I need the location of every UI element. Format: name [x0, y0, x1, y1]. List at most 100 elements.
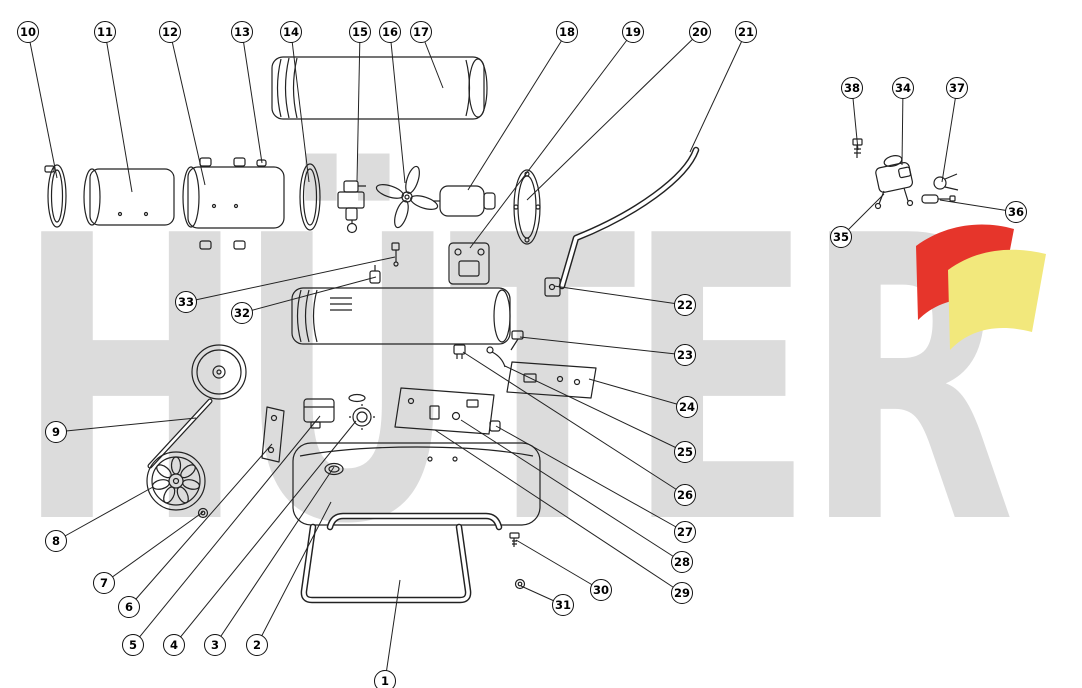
leader-line-2 [256, 501, 332, 646]
part-balloon-16: 16 [379, 21, 401, 43]
leader-line-21 [689, 31, 747, 153]
part-balloon-15: 15 [349, 21, 371, 43]
leader-line-28 [460, 419, 683, 563]
part-balloon-22: 22 [674, 294, 696, 316]
part-fuel-pump [337, 180, 366, 234]
part-spark-plug [921, 194, 956, 204]
part-balloon-9: 9 [45, 421, 67, 443]
leader-line-23 [519, 336, 686, 356]
part-end-ring [44, 164, 67, 228]
part-mount-ring [299, 163, 321, 231]
leader-line-18 [467, 31, 568, 191]
part-balloon-20: 20 [689, 21, 711, 43]
part-fan [375, 165, 439, 229]
part-balloon-12: 12 [159, 21, 181, 43]
part-outer-shell [271, 56, 488, 120]
part-balloon-38: 38 [841, 77, 863, 99]
part-balloon-37: 37 [946, 77, 968, 99]
parts-group [44, 56, 959, 604]
leader-line-27 [495, 425, 686, 533]
leader-line-8 [55, 486, 154, 542]
leader-lines [27, 31, 1017, 682]
part-balloon-29: 29 [671, 582, 693, 604]
part-balloon-35: 35 [830, 226, 852, 248]
leader-line-26 [462, 351, 686, 496]
part-balloon-19: 19 [622, 21, 644, 43]
part-balloon-34: 34 [892, 77, 914, 99]
part-panel [394, 387, 495, 435]
part-balloon-36: 36 [1005, 201, 1027, 223]
leader-line-25 [504, 365, 686, 453]
part-axle [147, 398, 213, 469]
leader-line-6 [128, 443, 273, 608]
part-wheel-front [191, 344, 247, 400]
part-fuel-cap [349, 404, 375, 430]
part-balloon-7: 7 [93, 572, 115, 594]
part-combustion-chamber [182, 157, 285, 250]
part-wheel-spoked [146, 451, 206, 511]
leader-line-3 [214, 466, 335, 646]
part-bracket [261, 406, 285, 463]
leader-line-32 [241, 276, 377, 314]
part-burner-bracket [448, 242, 490, 285]
part-balloon-13: 13 [231, 21, 253, 43]
part-balloon-32: 32 [231, 302, 253, 324]
part-fuel-tank [292, 442, 541, 526]
part-fitting [510, 330, 524, 351]
part-drain-plug [514, 578, 526, 590]
part-balloon-3: 3 [204, 634, 226, 656]
leader-line-20 [526, 31, 701, 201]
part-cord-grommet [489, 420, 501, 432]
leader-line-13 [241, 31, 263, 164]
part-compressor [874, 155, 914, 210]
leader-line-33 [185, 256, 396, 303]
part-balloon-23: 23 [674, 344, 696, 366]
part-clamp [933, 173, 959, 191]
part-balloon-27: 27 [674, 521, 696, 543]
leader-line-5 [132, 415, 321, 646]
part-balloon-2: 2 [246, 634, 268, 656]
leader-line-12 [169, 31, 206, 186]
part-balloon-10: 10 [17, 21, 39, 43]
leader-line-16 [389, 31, 406, 184]
part-balloon-18: 18 [556, 21, 578, 43]
leader-line-36 [939, 199, 1017, 213]
leader-line-10 [27, 31, 58, 179]
part-balloon-26: 26 [674, 484, 696, 506]
part-nozzle [391, 242, 400, 267]
part-balloon-5: 5 [122, 634, 144, 656]
leader-line-29 [434, 429, 683, 594]
part-balloon-8: 8 [45, 530, 67, 552]
part-balloon-25: 25 [674, 441, 696, 463]
part-balloon-1: 1 [374, 670, 396, 688]
leader-line-1 [384, 579, 401, 682]
leader-line-7 [103, 511, 204, 584]
leader-line-37 [941, 87, 958, 183]
part-motor [433, 185, 496, 217]
part-fuel-filter [369, 265, 381, 284]
leader-line-15 [356, 31, 361, 183]
leader-line-22 [553, 285, 686, 306]
part-balloon-4: 4 [163, 634, 185, 656]
part-gasket [348, 393, 366, 403]
leader-line-4 [173, 420, 357, 646]
part-balloon-28: 28 [671, 551, 693, 573]
leader-line-14 [290, 31, 310, 183]
part-screw-small [509, 532, 520, 547]
part-balloon-6: 6 [118, 596, 140, 618]
part-balloon-24: 24 [676, 396, 698, 418]
logo-yellow-swoosh [948, 249, 1046, 350]
leader-line-11 [104, 31, 133, 193]
part-inner-cylinder [83, 168, 175, 226]
part-balloon-17: 17 [410, 21, 432, 43]
part-balloon-21: 21 [735, 21, 757, 43]
leader-line-24 [588, 378, 688, 408]
leader-line-30 [515, 539, 602, 591]
part-thermostat [486, 346, 506, 368]
brand-logo [916, 224, 1046, 350]
part-base-frame [300, 512, 503, 604]
leader-line-9 [55, 417, 197, 433]
